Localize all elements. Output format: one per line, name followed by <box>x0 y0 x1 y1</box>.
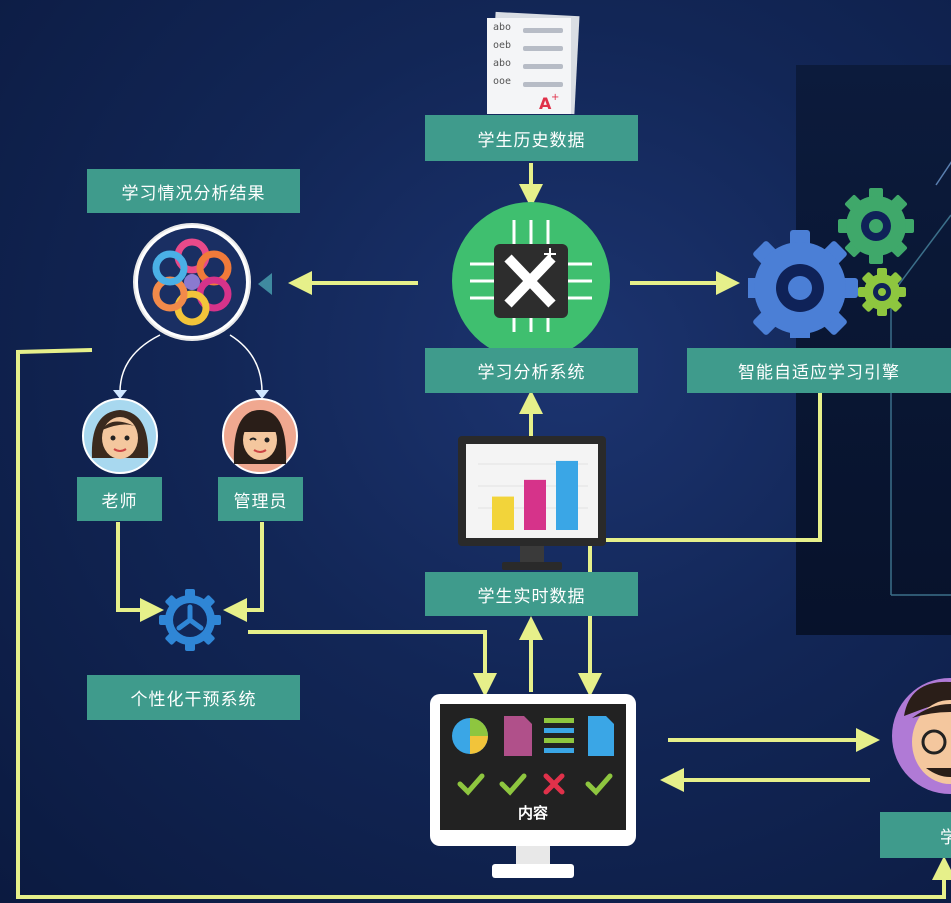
doc-row-text: abo <box>493 22 512 33</box>
analysis-chip-icon <box>452 202 610 360</box>
doc-row-text: abo <box>493 58 512 69</box>
content-label: 内容 <box>517 804 548 822</box>
realtime-monitor <box>458 436 608 576</box>
list-icon <box>544 718 574 753</box>
chart-bar <box>524 479 546 530</box>
doc-row-text: ooe <box>493 76 512 87</box>
chart-bar <box>492 496 514 530</box>
doc-row-text: oeb <box>493 40 512 51</box>
check-icon <box>457 773 485 796</box>
history-document-icon: abo oeb abo ooe A + <box>487 11 580 115</box>
document-icon <box>504 716 532 756</box>
intervention-gear-icon <box>156 586 224 654</box>
label-realtime-data: 学生实时数据 <box>425 572 638 616</box>
label-adaptive-engine: 智能自适应学习引擎 <box>687 348 951 393</box>
realtime-bar-chart <box>478 460 588 530</box>
gears-icon <box>742 188 918 346</box>
grade-sup: + <box>551 92 560 103</box>
label-intervention-system: 个性化干预系统 <box>87 675 300 720</box>
admin-avatar <box>222 398 298 474</box>
label-history-data: 学生历史数据 <box>425 115 638 161</box>
file-icon <box>588 716 614 756</box>
pie-chart-icon <box>452 718 488 754</box>
label-analysis-system: 学习分析系统 <box>425 348 638 393</box>
student-avatar <box>890 676 951 806</box>
label-analysis-result: 学习情况分析结果 <box>87 169 300 213</box>
chart-bar <box>556 460 578 530</box>
analysis-result-icon <box>132 222 252 342</box>
cross-icon <box>543 773 565 795</box>
grade-mark: A <box>539 94 552 113</box>
label-admin: 管理员 <box>218 477 303 521</box>
label-student: 学 <box>880 812 951 858</box>
teacher-avatar <box>82 398 158 474</box>
check-icon <box>499 773 527 796</box>
check-icon <box>585 773 613 796</box>
content-monitor: 内容 <box>430 694 636 886</box>
label-teacher: 老师 <box>77 477 162 521</box>
